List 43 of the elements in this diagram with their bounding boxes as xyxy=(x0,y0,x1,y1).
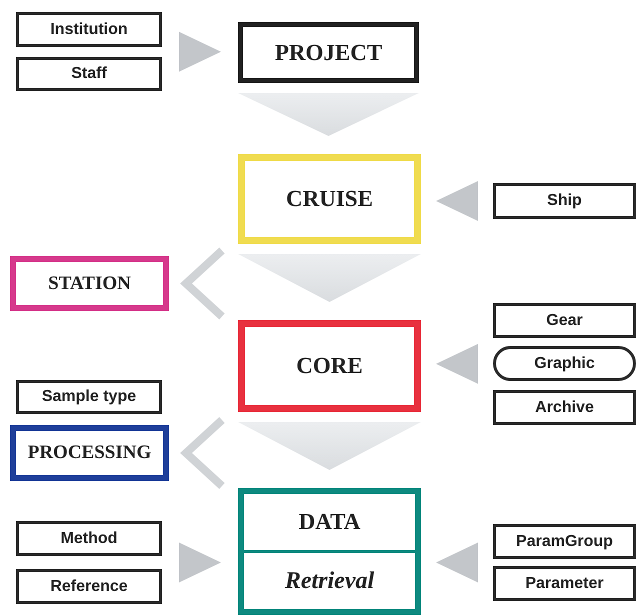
label-text: ParamGroup xyxy=(515,532,614,552)
triangle-arrow xyxy=(436,542,478,582)
label-text: CRUISE xyxy=(285,185,374,213)
entity-box xyxy=(16,380,162,414)
triangle-arrow xyxy=(179,32,221,72)
entity-box xyxy=(238,488,421,615)
entity-box xyxy=(493,183,636,219)
entity-box xyxy=(493,303,636,338)
label-text: PROCESSING xyxy=(26,441,152,465)
label-text: Ship xyxy=(546,191,583,211)
entity-box xyxy=(493,524,636,559)
chevron-arrow xyxy=(238,422,421,470)
triangle-arrow xyxy=(436,344,478,384)
chevron-arrow xyxy=(238,254,421,302)
entity-box xyxy=(238,154,421,244)
entity-box xyxy=(10,256,169,311)
label-text: Institution xyxy=(49,20,129,40)
label-text: DATA xyxy=(298,508,362,536)
triangle-arrow xyxy=(436,181,478,221)
entity-box xyxy=(493,566,636,601)
label-text: Staff xyxy=(70,64,108,84)
label-text: Parameter xyxy=(524,574,605,594)
label-text: Reference xyxy=(49,576,129,596)
rounded-box xyxy=(493,346,636,381)
label-text: CORE xyxy=(295,352,364,380)
entity-box xyxy=(493,390,636,425)
label-text: STATION xyxy=(47,272,132,296)
entity-box xyxy=(16,12,162,47)
entity-box xyxy=(10,425,169,481)
entity-box xyxy=(16,569,162,604)
chevron-arrow xyxy=(238,93,419,136)
entity-box xyxy=(238,320,421,412)
entity-box xyxy=(16,521,162,556)
entity-box xyxy=(16,57,162,91)
label-text: Sample type xyxy=(40,387,138,407)
label-text: Method xyxy=(60,528,118,548)
label-text: PROJECT xyxy=(274,38,384,66)
label-text: Archive xyxy=(534,398,595,418)
label-text: Graphic xyxy=(533,354,596,374)
sublabel-text: Retrieval xyxy=(244,550,415,609)
entity-box xyxy=(238,22,419,83)
triangle-arrow xyxy=(179,542,221,582)
label-text: Gear xyxy=(545,310,584,330)
